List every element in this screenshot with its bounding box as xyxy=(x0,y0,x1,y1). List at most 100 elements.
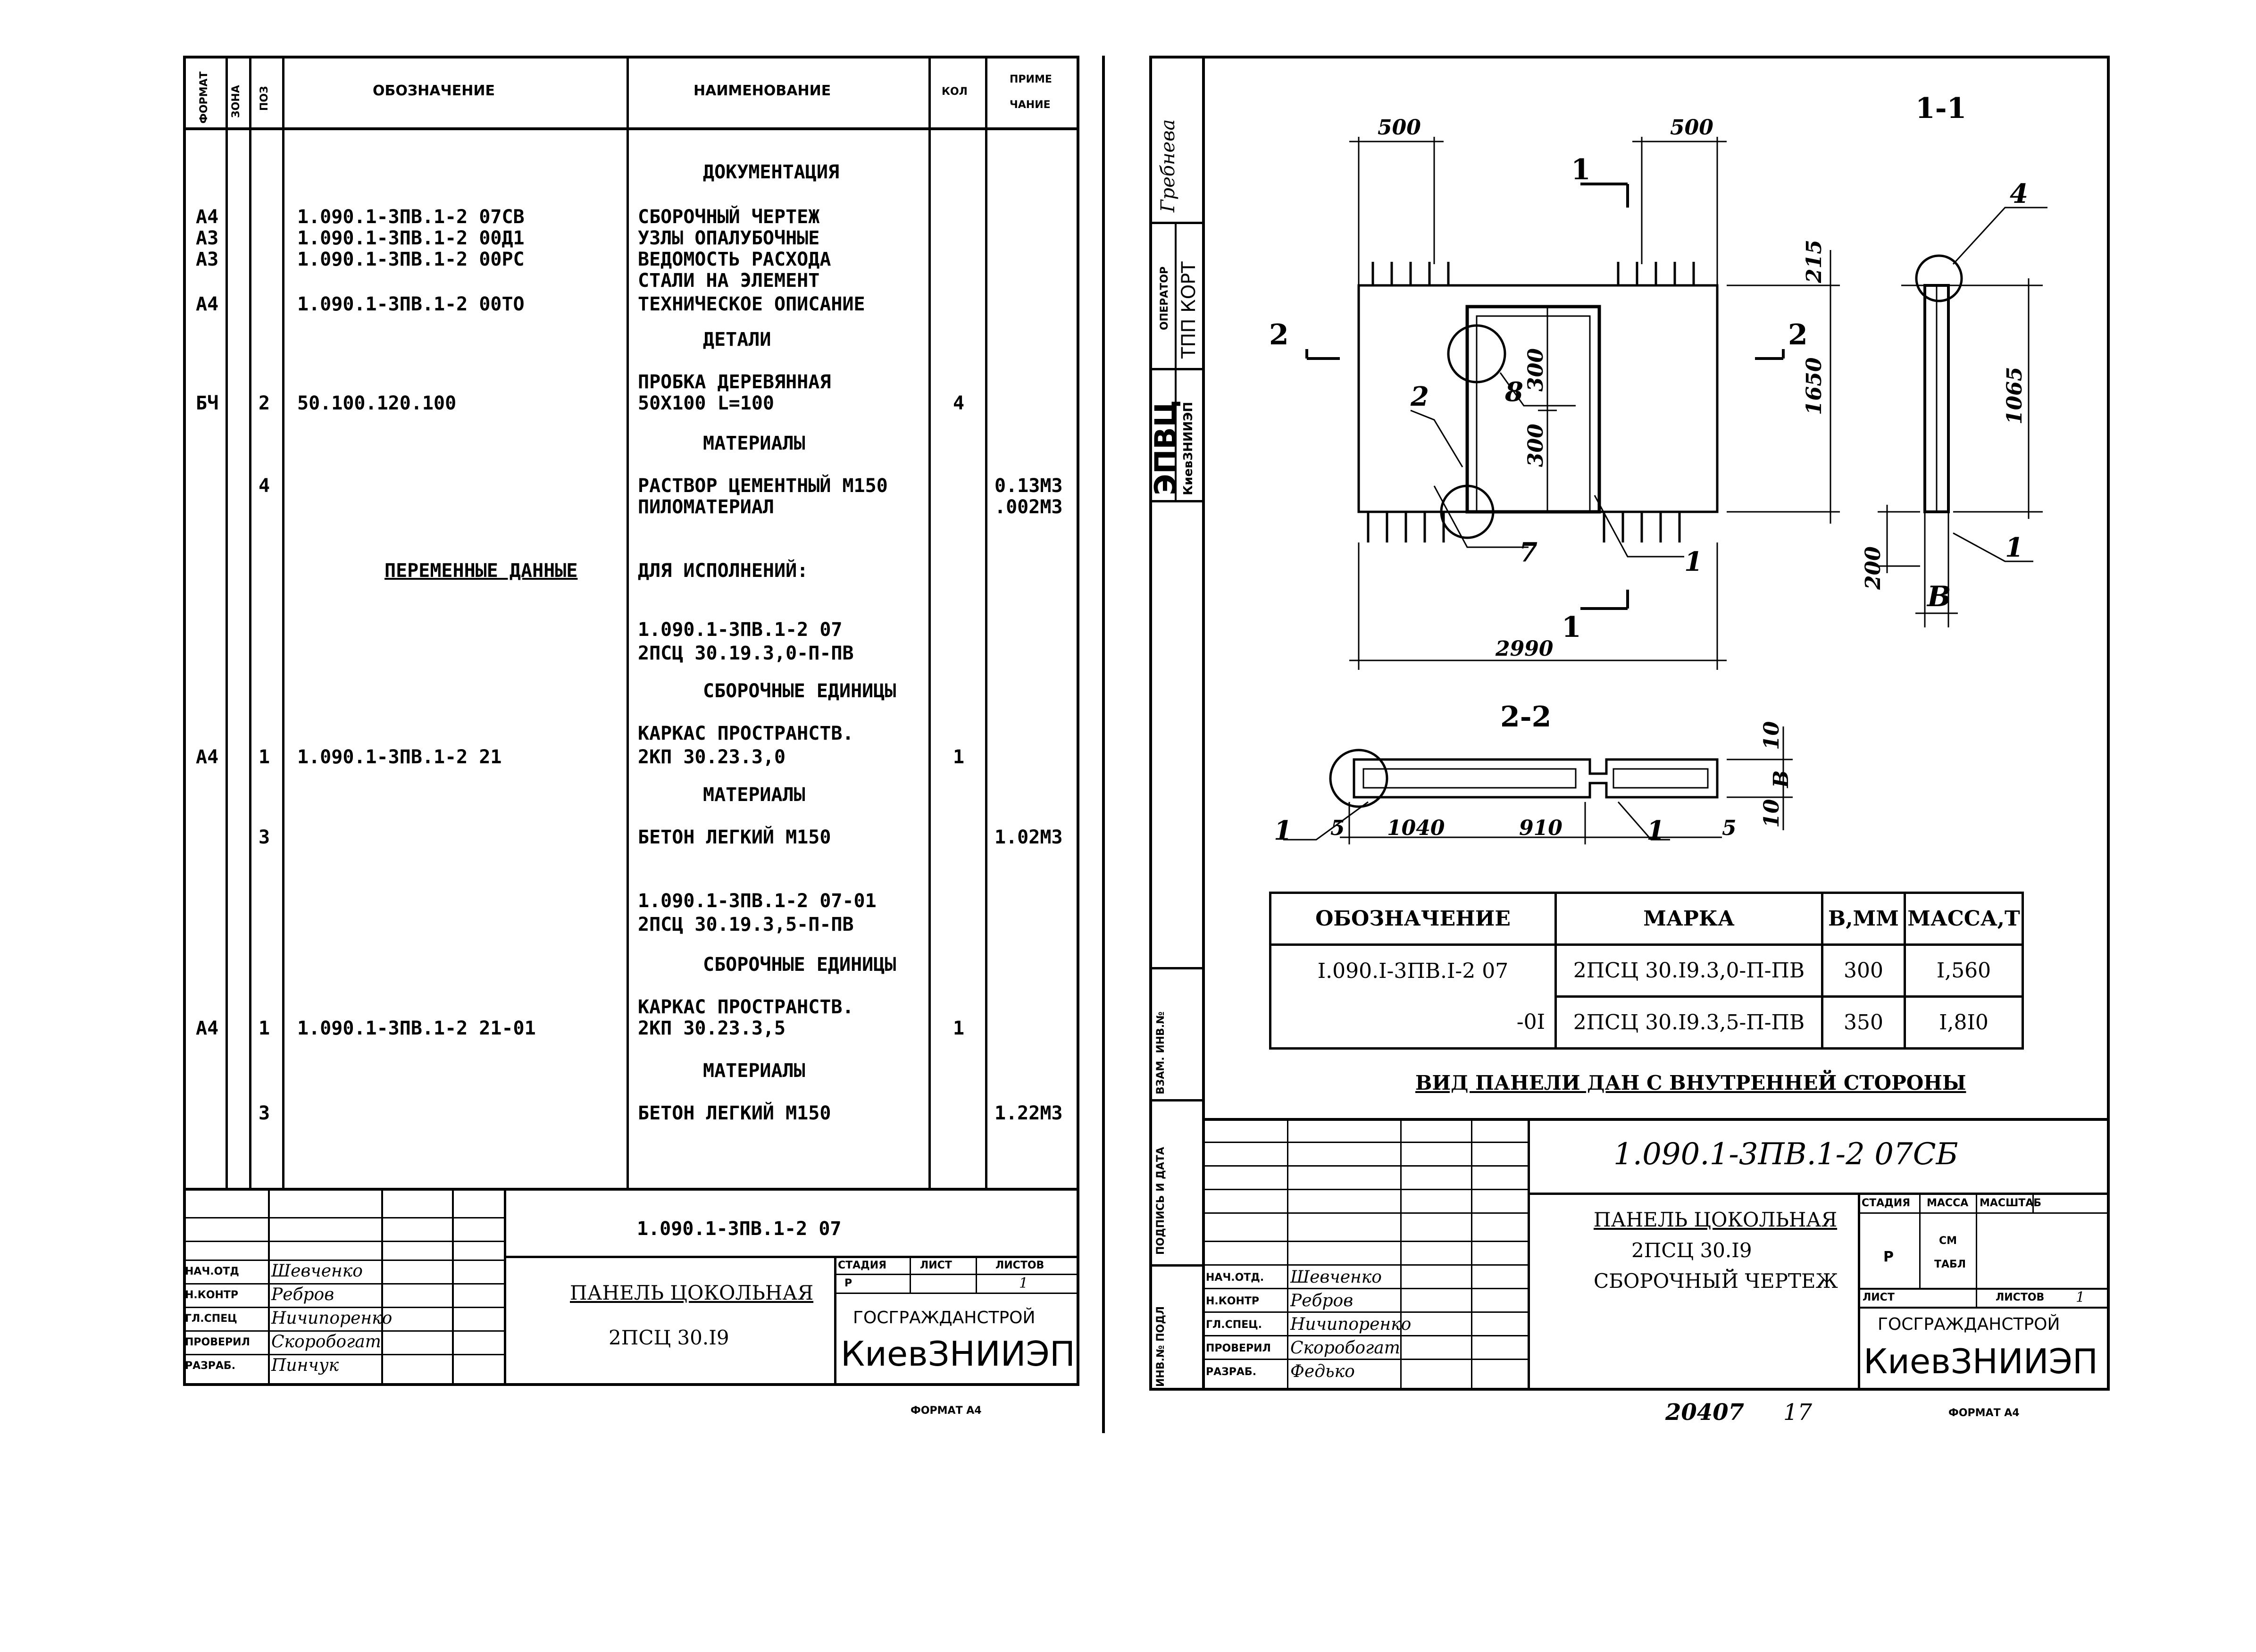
tb-line xyxy=(1400,1118,1402,1391)
role-name: Шевченко xyxy=(271,1261,363,1281)
role-label: НАЧ.ОТД xyxy=(185,1266,239,1277)
cell-format: БЧ xyxy=(196,392,219,414)
col-line xyxy=(985,56,987,1188)
tb-line xyxy=(183,1283,504,1285)
cell-name: ВЕДОМОСТЬ РАСХОДА xyxy=(638,249,831,270)
right-title-2: 2ПСЦ 30.I9 xyxy=(1631,1239,1752,1262)
cell-name: ТЕХНИЧЕСКОЕ ОПИСАНИЕ xyxy=(638,293,865,315)
callout-1d: 1 xyxy=(1646,815,1665,846)
cell-name: БЕТОН ЛЕГКИЙ М150 xyxy=(638,826,831,848)
left-sheets: 1 xyxy=(1019,1275,1028,1292)
role-name: Федько xyxy=(1290,1362,1355,1381)
cell-format: А4 xyxy=(196,1018,219,1039)
dim-top-right: 500 xyxy=(1670,116,1713,140)
hdr-note-1: ПРИМЕ xyxy=(1010,74,1052,85)
tb-line xyxy=(183,1217,504,1218)
tb-line xyxy=(834,1256,836,1386)
callout-7-circle xyxy=(1440,484,1495,539)
hdr-note-2: ЧАНИЕ xyxy=(1010,99,1051,111)
right-mass-1: СМ xyxy=(1939,1235,1957,1247)
tb-line xyxy=(1471,1118,1472,1391)
role-name: Скоробогат xyxy=(271,1332,381,1352)
cell-pos: 2 xyxy=(259,392,270,414)
cell: I.090.I-3ПВ.I-2 07 xyxy=(1269,943,1557,997)
frame-line xyxy=(1149,1099,1202,1101)
role-label: ПРОВЕРИЛ xyxy=(185,1336,250,1348)
cell-name: 2КП 30.23.3,5 xyxy=(638,1018,786,1039)
tb-line xyxy=(504,1188,506,1386)
cell-designation: 50.100.120.100 xyxy=(297,392,457,414)
col-line xyxy=(183,127,1079,130)
right-sheet-label: ЛИСТ xyxy=(1863,1292,1895,1303)
left-title-2: 2ПСЦ 30.I9 xyxy=(609,1326,729,1349)
left-org-2: КиевЗНИИЭП xyxy=(841,1334,1076,1374)
cell-name: СТАЛИ НА ЭЛЕМЕНТ xyxy=(638,270,820,292)
tb-line xyxy=(1202,1264,1528,1266)
cell-format: А3 xyxy=(196,249,219,270)
cut-1-top: 1 xyxy=(1571,153,1591,186)
tb-line xyxy=(1202,1288,1528,1289)
dim-s2-top: 10 xyxy=(1760,721,1784,750)
tb-line xyxy=(183,1354,504,1355)
left-title-code: 1.090.1-3ПВ.1-2 07 xyxy=(637,1218,842,1240)
dim-bottom: 200 xyxy=(1861,546,1885,590)
tb-line xyxy=(834,1293,1079,1294)
role-name: Ничипоренко xyxy=(1290,1315,1412,1334)
dim-top-offset: 215 xyxy=(1802,240,1826,284)
hdr-name: НАИМЕНОВАНИЕ xyxy=(694,83,831,99)
footer-sheet: 17 xyxy=(1783,1399,1813,1426)
section-2-2 xyxy=(1353,758,1719,799)
cell-pos: 1 xyxy=(259,746,270,768)
left-stage: Р xyxy=(844,1277,852,1289)
dim-height: 1650 xyxy=(1802,357,1826,415)
frame-line xyxy=(1175,222,1177,500)
dim-total: 2990 xyxy=(1495,637,1554,661)
cell-name: ДЛЯ ИСПОЛНЕНИЙ: xyxy=(638,560,809,582)
tb-line xyxy=(910,1256,911,1293)
section-heading: СБОРОЧНЫЕ ЕДИНИЦЫ xyxy=(703,680,896,702)
panel-caption: ВИД ПАНЕЛИ ДАН С ВНУТРЕННЕЙ СТОРОНЫ xyxy=(1415,1071,1966,1094)
tb-line xyxy=(1202,1142,1528,1143)
table-row: I.090.I-3ПВ.I-2 07 2ПСЦ 30.I9.3,0-П-ПВ 3… xyxy=(1269,943,2024,998)
tb-line xyxy=(1976,1193,1977,1288)
cell-qty: 1 xyxy=(953,746,965,768)
right-title-3: СБОРОЧНЫЙ ЧЕРТЕЖ xyxy=(1594,1269,1838,1293)
cell-designation: 1.090.1-3ПВ.1-2 21 xyxy=(297,746,502,768)
dim-thickness: В xyxy=(1926,580,1951,613)
th-designation: ОБОЗНАЧЕНИЕ xyxy=(1269,892,1557,946)
frame-line xyxy=(1149,967,1202,969)
cell-qty: 1 xyxy=(953,1018,965,1039)
right-sheet xyxy=(1149,56,2110,1391)
tb-line xyxy=(504,1256,1079,1258)
cell-pos: 1 xyxy=(259,1018,270,1039)
left-sheets-label: ЛИСТОВ xyxy=(995,1260,1044,1271)
cell: I,560 xyxy=(1904,943,2024,998)
right-mass-2: ТАБЛ xyxy=(1934,1259,1966,1270)
tb-line xyxy=(1202,1212,1528,1214)
hdr-qty: КОЛ xyxy=(942,86,968,98)
role-label: ГЛ.СПЕЦ. xyxy=(1206,1319,1262,1331)
frame-line xyxy=(1149,500,1202,502)
footer-num: 20407 xyxy=(1665,1399,1744,1426)
section-heading: СБОРОЧНЫЕ ЕДИНИЦЫ xyxy=(703,954,896,976)
tb-line xyxy=(1202,1165,1528,1167)
cell-note: .002М3 xyxy=(994,496,1063,518)
role-label: Н.КОНТР xyxy=(1206,1295,1259,1307)
tb-line xyxy=(1919,1193,1921,1288)
tb-line xyxy=(183,1241,504,1242)
tb-line xyxy=(1202,1118,2110,1121)
dim-top-left: 500 xyxy=(1378,116,1421,140)
cell-name: 1.090.1-3ПВ.1-2 07 xyxy=(638,619,843,641)
right-sheets: 1 xyxy=(2076,1289,2085,1306)
section-heading: МАТЕРИАЛЫ xyxy=(703,1060,805,1082)
right-sheets-label: ЛИСТОВ xyxy=(1996,1292,2045,1303)
callout-4: 4 xyxy=(2010,178,2028,209)
tb-line xyxy=(976,1256,977,1293)
cell: I,8I0 xyxy=(1904,995,2024,1050)
section-heading: ДЕТАЛИ xyxy=(703,329,771,350)
cell-format: А3 xyxy=(196,227,219,249)
callout-8-circle xyxy=(1447,324,1506,384)
tb-line xyxy=(1528,1193,2110,1195)
tb-line xyxy=(1858,1307,2110,1309)
